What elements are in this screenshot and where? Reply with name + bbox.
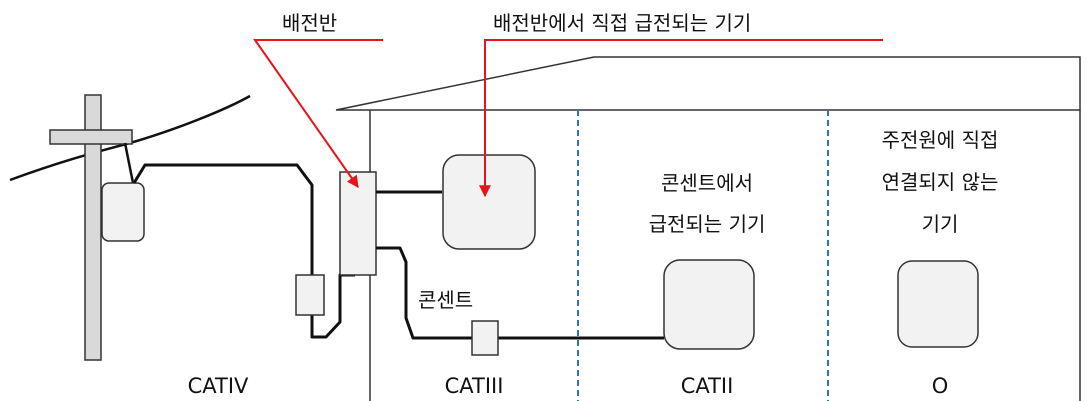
utility-pole-icon — [49, 94, 133, 361]
panel-callout: 배전반 — [253, 11, 383, 188]
outlet-devices-line-2: 급전되는 기기 — [649, 212, 766, 236]
panel-callout-label: 배전반 — [282, 11, 337, 35]
non-mains-device-icon — [897, 260, 979, 348]
distribution-panel-icon — [339, 171, 377, 276]
category-label-catii: CATII — [681, 374, 734, 398]
category-label-cativ: CATIV — [188, 374, 249, 398]
panel-fed-device-icon — [442, 154, 536, 250]
panel-direct-callout: 배전반에서 직접 급전되는 기기 — [479, 11, 883, 198]
panel-direct-callout-label: 배전반에서 직접 급전되는 기기 — [493, 11, 751, 35]
category-label-catiii: CATIII — [445, 374, 504, 398]
outlet-label: 콘센트 — [418, 288, 473, 312]
no-mains-line-1: 주전원에 직접 — [882, 128, 999, 152]
outlet-icon — [471, 320, 499, 356]
no-mains-line-2: 연결되지 않는 — [882, 170, 999, 194]
outlet-devices-line-1: 콘센트에서 — [661, 171, 753, 195]
category-label-o: O — [932, 374, 949, 398]
outlet-fed-device-icon — [663, 259, 755, 350]
no-mains-line-3: 기기 — [922, 212, 959, 236]
service-cable — [132, 163, 355, 339]
branch-circuit — [376, 246, 664, 340]
breaker-box-icon — [295, 274, 325, 316]
meter-box-icon — [101, 142, 145, 242]
